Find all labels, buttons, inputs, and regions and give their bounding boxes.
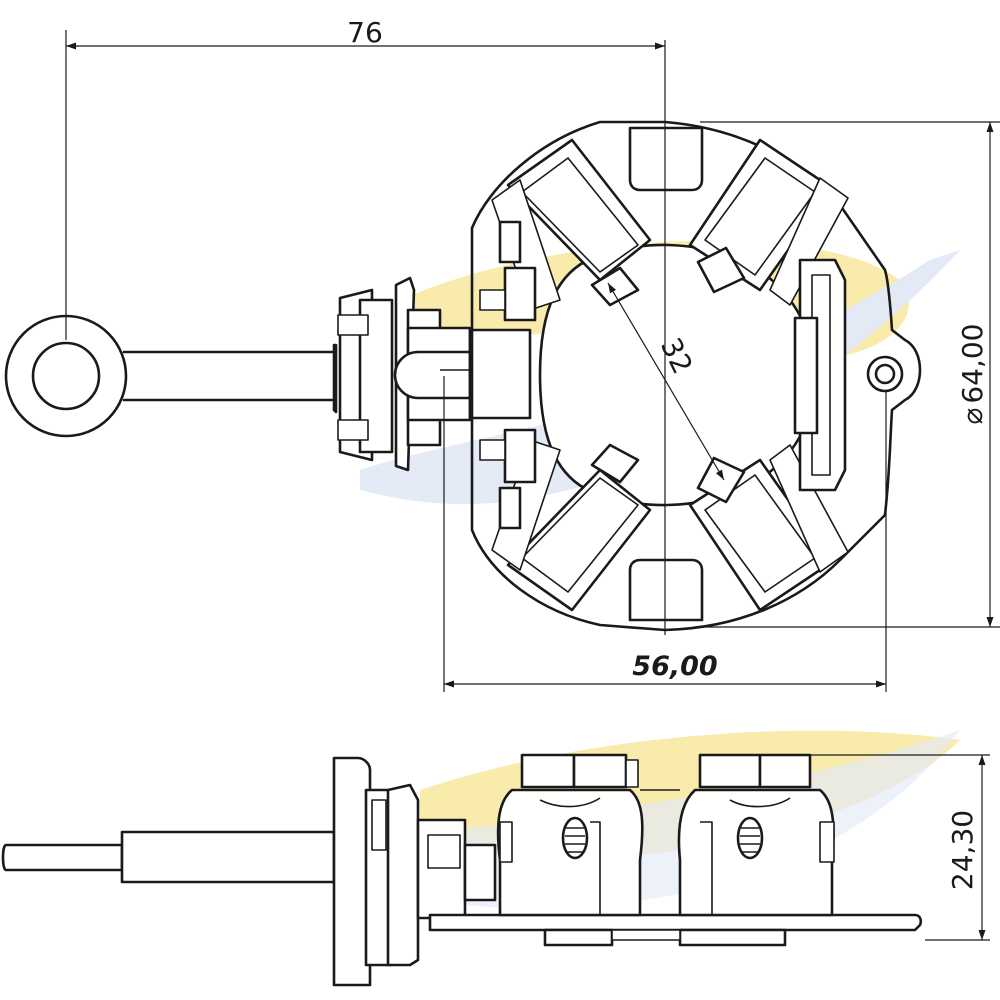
top-view xyxy=(4,40,922,635)
dimension-overall-length: 76 xyxy=(65,16,665,340)
connector-spade xyxy=(393,326,532,422)
side-base-plate xyxy=(428,913,923,947)
brush-box-top-right xyxy=(688,138,849,306)
dimension-56-label: 56,00 xyxy=(632,651,717,682)
top-slot xyxy=(628,126,704,192)
side-connector xyxy=(416,818,497,920)
side-brush-holder-left xyxy=(496,753,644,917)
dimension-height-label: 24,30 xyxy=(946,810,979,890)
bottom-slot xyxy=(628,558,704,622)
right-bracket xyxy=(793,258,847,492)
side-grommet xyxy=(332,756,420,987)
mounting-hole xyxy=(866,355,904,393)
side-wire xyxy=(1,830,336,884)
side-brush-holder-right xyxy=(677,753,835,917)
brush-box-bottom-right xyxy=(688,444,849,612)
dimension-height: 24,30 xyxy=(780,754,990,941)
brush-box-top-left xyxy=(491,138,652,311)
dimension-diameter-label: ⌀64,00 xyxy=(956,323,989,424)
brush-box-bottom-left xyxy=(491,439,652,612)
dimension-76-label: 76 xyxy=(347,16,383,49)
dimension-width: 56,00 xyxy=(443,376,887,692)
dimension-diameter: ⌀64,00 xyxy=(700,121,1000,628)
side-view xyxy=(1,753,923,987)
ring-terminal xyxy=(4,314,336,438)
left-terminal-clips xyxy=(479,220,537,530)
